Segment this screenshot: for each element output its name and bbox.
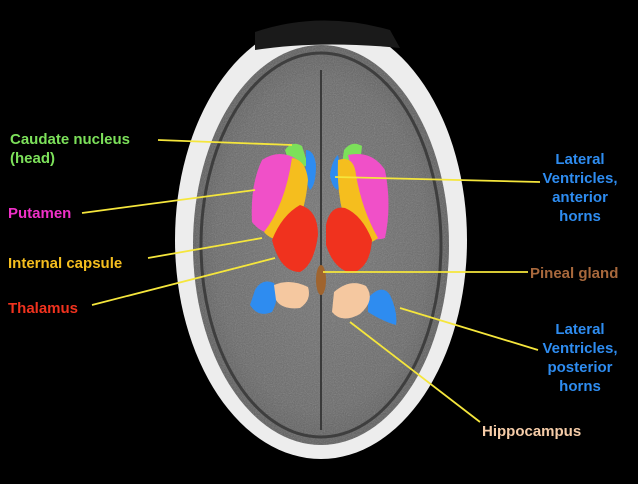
label-lateral-ventricles-anterior: Lateral Ventricles, anterior horns — [530, 150, 630, 226]
label-lvp-line3: posterior — [547, 359, 613, 376]
label-lvp-line4: horns — [559, 378, 601, 395]
label-lva-line3: anterior — [552, 189, 608, 206]
pointer-caudate — [157, 139, 293, 146]
pineal-gland — [316, 265, 326, 295]
label-lva-line2: Ventricles, — [542, 170, 618, 187]
label-caudate-line1: Caudate nucleus — [10, 131, 131, 148]
thalamus-left — [272, 205, 318, 272]
pointer-hippocampus — [349, 321, 481, 423]
label-caudate-line2: (head) — [10, 150, 55, 167]
label-thalamus: Thalamus — [8, 300, 79, 317]
label-putamen: Putamen — [8, 205, 72, 222]
label-pineal-gland: Pineal gland — [530, 265, 619, 282]
label-caudate-nucleus: Caudate nucleus (head) — [10, 130, 130, 168]
label-internal-capsule: Internal capsule — [8, 255, 123, 272]
putamen-right — [348, 154, 389, 240]
label-hippocampus: Hippocampus — [482, 423, 582, 440]
label-lva-line1: Lateral — [555, 151, 605, 168]
pointer-lateral-posterior — [399, 307, 539, 351]
ventricle-anterior-left — [305, 150, 316, 190]
label-lvp-line2: Ventricles, — [542, 340, 618, 357]
pointer-putamen — [81, 189, 256, 214]
hippocampus-right — [332, 283, 370, 319]
label-lateral-ventricles-posterior: Lateral Ventricles, posterior horns — [530, 320, 630, 396]
ventricle-posterior-left — [250, 281, 277, 314]
pointer-lines — [81, 139, 541, 423]
pointer-lateral-anterior — [334, 176, 541, 183]
frontal-sinus — [255, 20, 400, 50]
pointer-internal-capsule — [147, 237, 263, 259]
label-lva-line4: horns — [559, 208, 601, 225]
thalamus-right — [326, 207, 372, 273]
label-lvp-line1: Lateral — [555, 321, 605, 338]
hippocampus-left — [274, 281, 309, 309]
ventricle-posterior-right — [368, 289, 397, 325]
pointer-thalamus — [91, 257, 276, 306]
cortex-edge — [199, 51, 443, 439]
